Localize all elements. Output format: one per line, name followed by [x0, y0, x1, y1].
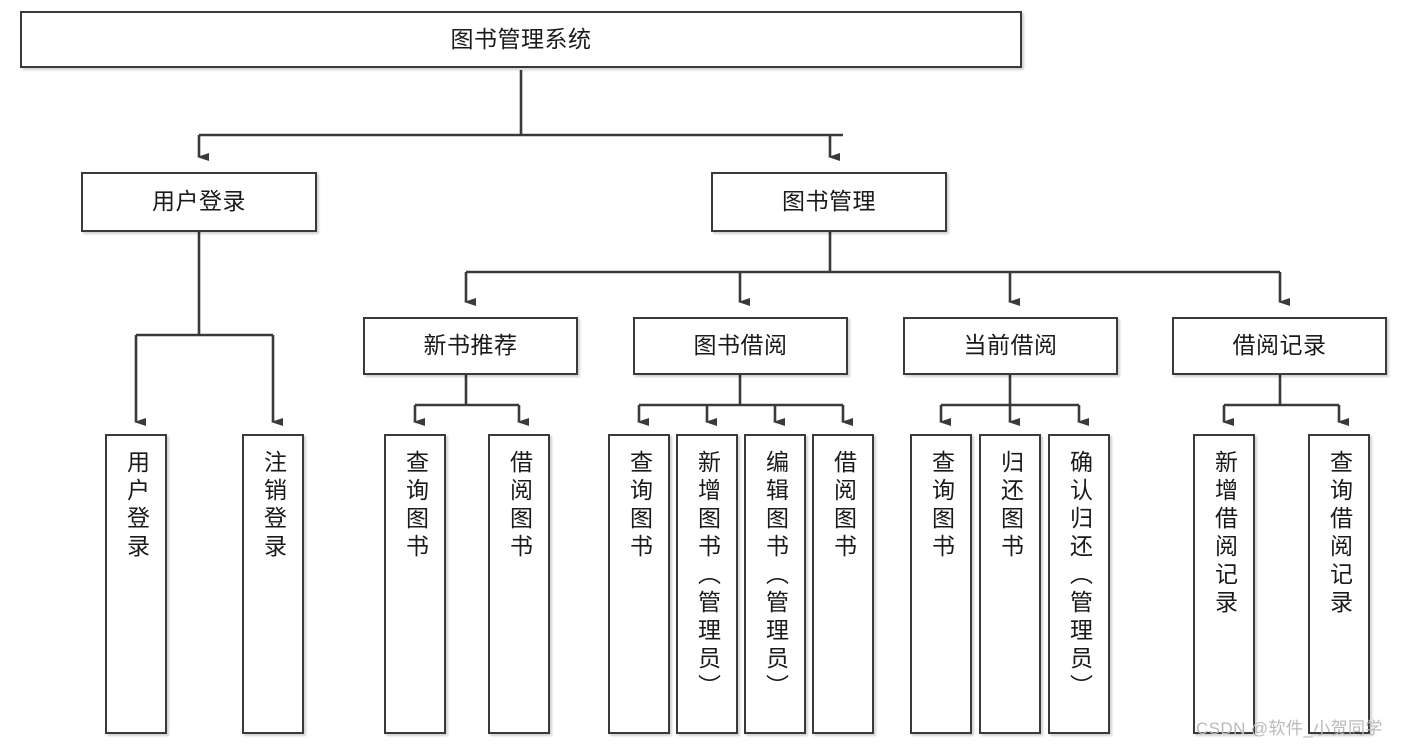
node-current-borrow[interactable]: 当前借阅	[903, 317, 1118, 375]
node-new-book-recommend[interactable]: 新书推荐	[363, 317, 578, 375]
node-new-book-recommend-label: 新书推荐	[423, 332, 518, 359]
node-leaf-query-book-1[interactable]: 查询图书	[384, 434, 446, 734]
node-leaf-user-logout[interactable]: 注销登录	[242, 434, 304, 734]
node-leaf-user-login-label: 用户登录	[123, 450, 150, 562]
node-book-management-label: 图书管理	[782, 188, 876, 215]
node-leaf-borrow-book-1[interactable]: 借阅图书	[488, 434, 550, 734]
node-leaf-edit-book-label: 编辑图书（管理员）	[762, 450, 789, 702]
node-leaf-borrow-book-2[interactable]: 借阅图书	[812, 434, 874, 734]
node-leaf-query-book-2[interactable]: 查询图书	[608, 434, 670, 734]
node-leaf-confirm-return[interactable]: 确认归还（管理员）	[1048, 434, 1110, 734]
node-user-login-label: 用户登录	[152, 188, 246, 215]
node-current-borrow-label: 当前借阅	[963, 332, 1058, 359]
node-leaf-query-book-3[interactable]: 查询图书	[910, 434, 972, 734]
node-borrow-record[interactable]: 借阅记录	[1172, 317, 1387, 375]
node-book-borrow[interactable]: 图书借阅	[633, 317, 848, 375]
node-root-label: 图书管理系统	[450, 25, 592, 52]
node-leaf-confirm-return-label: 确认归还（管理员）	[1066, 450, 1093, 702]
node-root[interactable]: 图书管理系统	[20, 11, 1022, 68]
node-leaf-query-record-label: 查询借阅记录	[1326, 450, 1353, 618]
node-leaf-add-book[interactable]: 新增图书（管理员）	[676, 434, 738, 734]
node-leaf-add-book-label: 新增图书（管理员）	[694, 450, 721, 702]
node-leaf-add-record-label: 新增借阅记录	[1211, 450, 1238, 618]
node-leaf-user-login[interactable]: 用户登录	[105, 434, 167, 734]
node-leaf-query-record[interactable]: 查询借阅记录	[1308, 434, 1370, 734]
node-leaf-borrow-book-2-label: 借阅图书	[830, 450, 857, 562]
node-book-borrow-label: 图书借阅	[693, 332, 788, 359]
watermark-text: CSDN @软件_小贺同学	[1196, 719, 1383, 738]
node-leaf-return-book-label: 归还图书	[997, 450, 1024, 562]
node-leaf-user-logout-label: 注销登录	[260, 450, 287, 562]
node-user-login[interactable]: 用户登录	[81, 172, 317, 232]
node-leaf-query-book-1-label: 查询图书	[402, 450, 429, 562]
node-leaf-add-record[interactable]: 新增借阅记录	[1193, 434, 1255, 734]
node-leaf-query-book-3-label: 查询图书	[928, 450, 955, 562]
node-book-management[interactable]: 图书管理	[711, 172, 947, 232]
node-leaf-query-book-2-label: 查询图书	[626, 450, 653, 562]
node-leaf-return-book[interactable]: 归还图书	[979, 434, 1041, 734]
node-leaf-borrow-book-1-label: 借阅图书	[506, 450, 533, 562]
node-borrow-record-label: 借阅记录	[1232, 332, 1327, 359]
node-leaf-edit-book[interactable]: 编辑图书（管理员）	[744, 434, 806, 734]
